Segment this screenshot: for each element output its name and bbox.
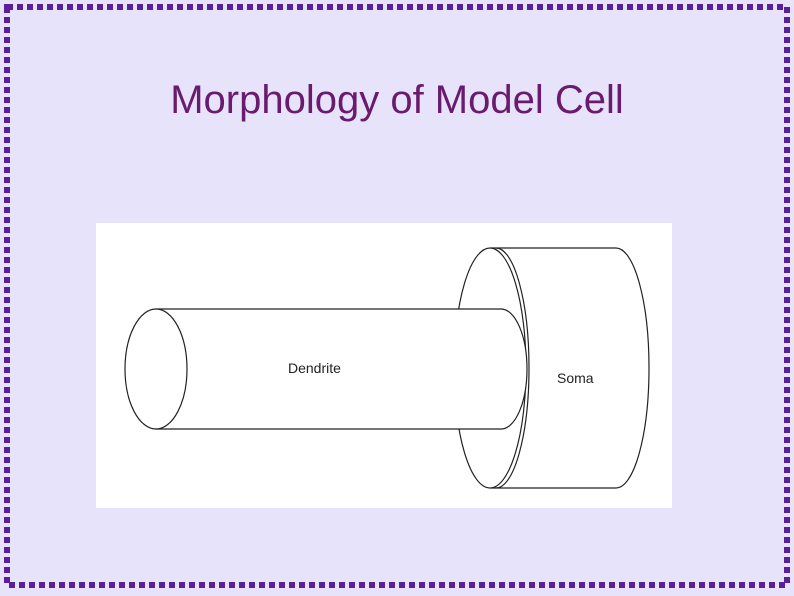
dendrite-cylinder: [124, 308, 528, 430]
dendrite-label: Dendrite: [288, 360, 341, 376]
slide-title: Morphology of Model Cell: [170, 78, 624, 122]
dendrite-right-end: [500, 308, 528, 430]
soma-label: Soma: [557, 370, 594, 386]
cell-morphology-diagram: Dendrite Soma: [124, 247, 650, 489]
cell-diagram-panel: Dendrite Soma: [96, 223, 672, 508]
dendrite-left-face: [124, 308, 188, 430]
soma-right-end: [615, 247, 650, 489]
soma-back-edge: [495, 247, 530, 489]
border-dashes: [4, 4, 790, 588]
